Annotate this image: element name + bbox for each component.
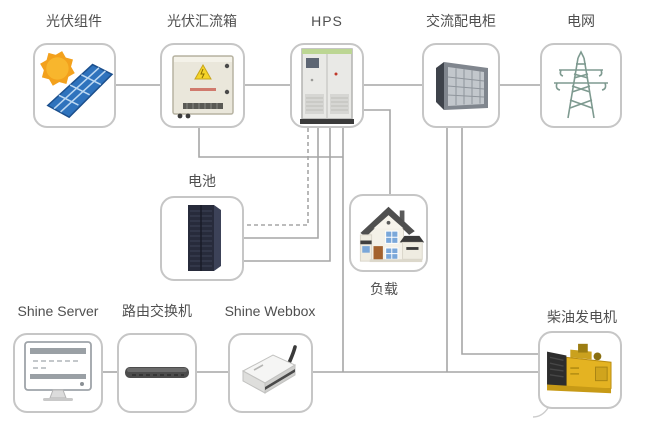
node-pv-modules — [33, 43, 116, 128]
label-combiner-box: 光伏汇流箱 — [167, 13, 237, 29]
label-shine-server: Shine Server — [17, 303, 99, 319]
battery-cabinet-icon — [188, 204, 221, 271]
label-load: 负载 — [370, 281, 398, 297]
node-ac-distribution-cabinet — [422, 43, 500, 128]
node-shine-webbox — [228, 333, 313, 413]
edge-hps-battery-2 — [244, 128, 331, 262]
edge-hps-battery-comm — [244, 128, 309, 226]
edge-ac-generator — [461, 128, 538, 355]
label-ac-cabinet: 交流配电柜 — [426, 13, 496, 29]
network-switch-icon — [125, 367, 189, 378]
label-diesel-generator: 柴油发电机 — [547, 309, 617, 325]
label-grid: 电网 — [567, 13, 595, 29]
combiner-box-icon — [171, 54, 234, 118]
label-pv-modules: 光伏组件 — [46, 13, 102, 29]
node-load-house — [349, 194, 428, 272]
diesel-generator-icon — [547, 343, 612, 394]
node-router-switch — [117, 333, 197, 413]
webbox-icon — [241, 345, 297, 394]
watermark-mark — [532, 407, 549, 418]
edge-hps-battery-1 — [244, 128, 319, 239]
label-shine-webbox: Shine Webbox — [224, 303, 316, 319]
node-combiner-box — [160, 43, 245, 128]
node-diesel-generator — [538, 331, 622, 409]
transmission-tower-icon — [554, 49, 608, 118]
node-shine-server — [13, 333, 103, 413]
node-battery-cabinet — [160, 196, 244, 281]
edge-hps-load — [364, 109, 391, 194]
inverter-cabinet-icon — [300, 47, 354, 124]
distribution-cabinet-icon — [436, 61, 488, 110]
house-icon — [359, 206, 425, 263]
label-router-switch: 路由交换机 — [122, 303, 192, 319]
node-hps-inverter — [290, 43, 364, 128]
solar-panel-icon — [39, 50, 113, 118]
label-battery: 电池 — [188, 173, 216, 189]
label-hps: HPS — [311, 13, 343, 29]
server-monitor-icon — [24, 341, 92, 401]
node-power-grid — [540, 43, 622, 128]
edge-combiner-bus — [198, 128, 343, 158]
